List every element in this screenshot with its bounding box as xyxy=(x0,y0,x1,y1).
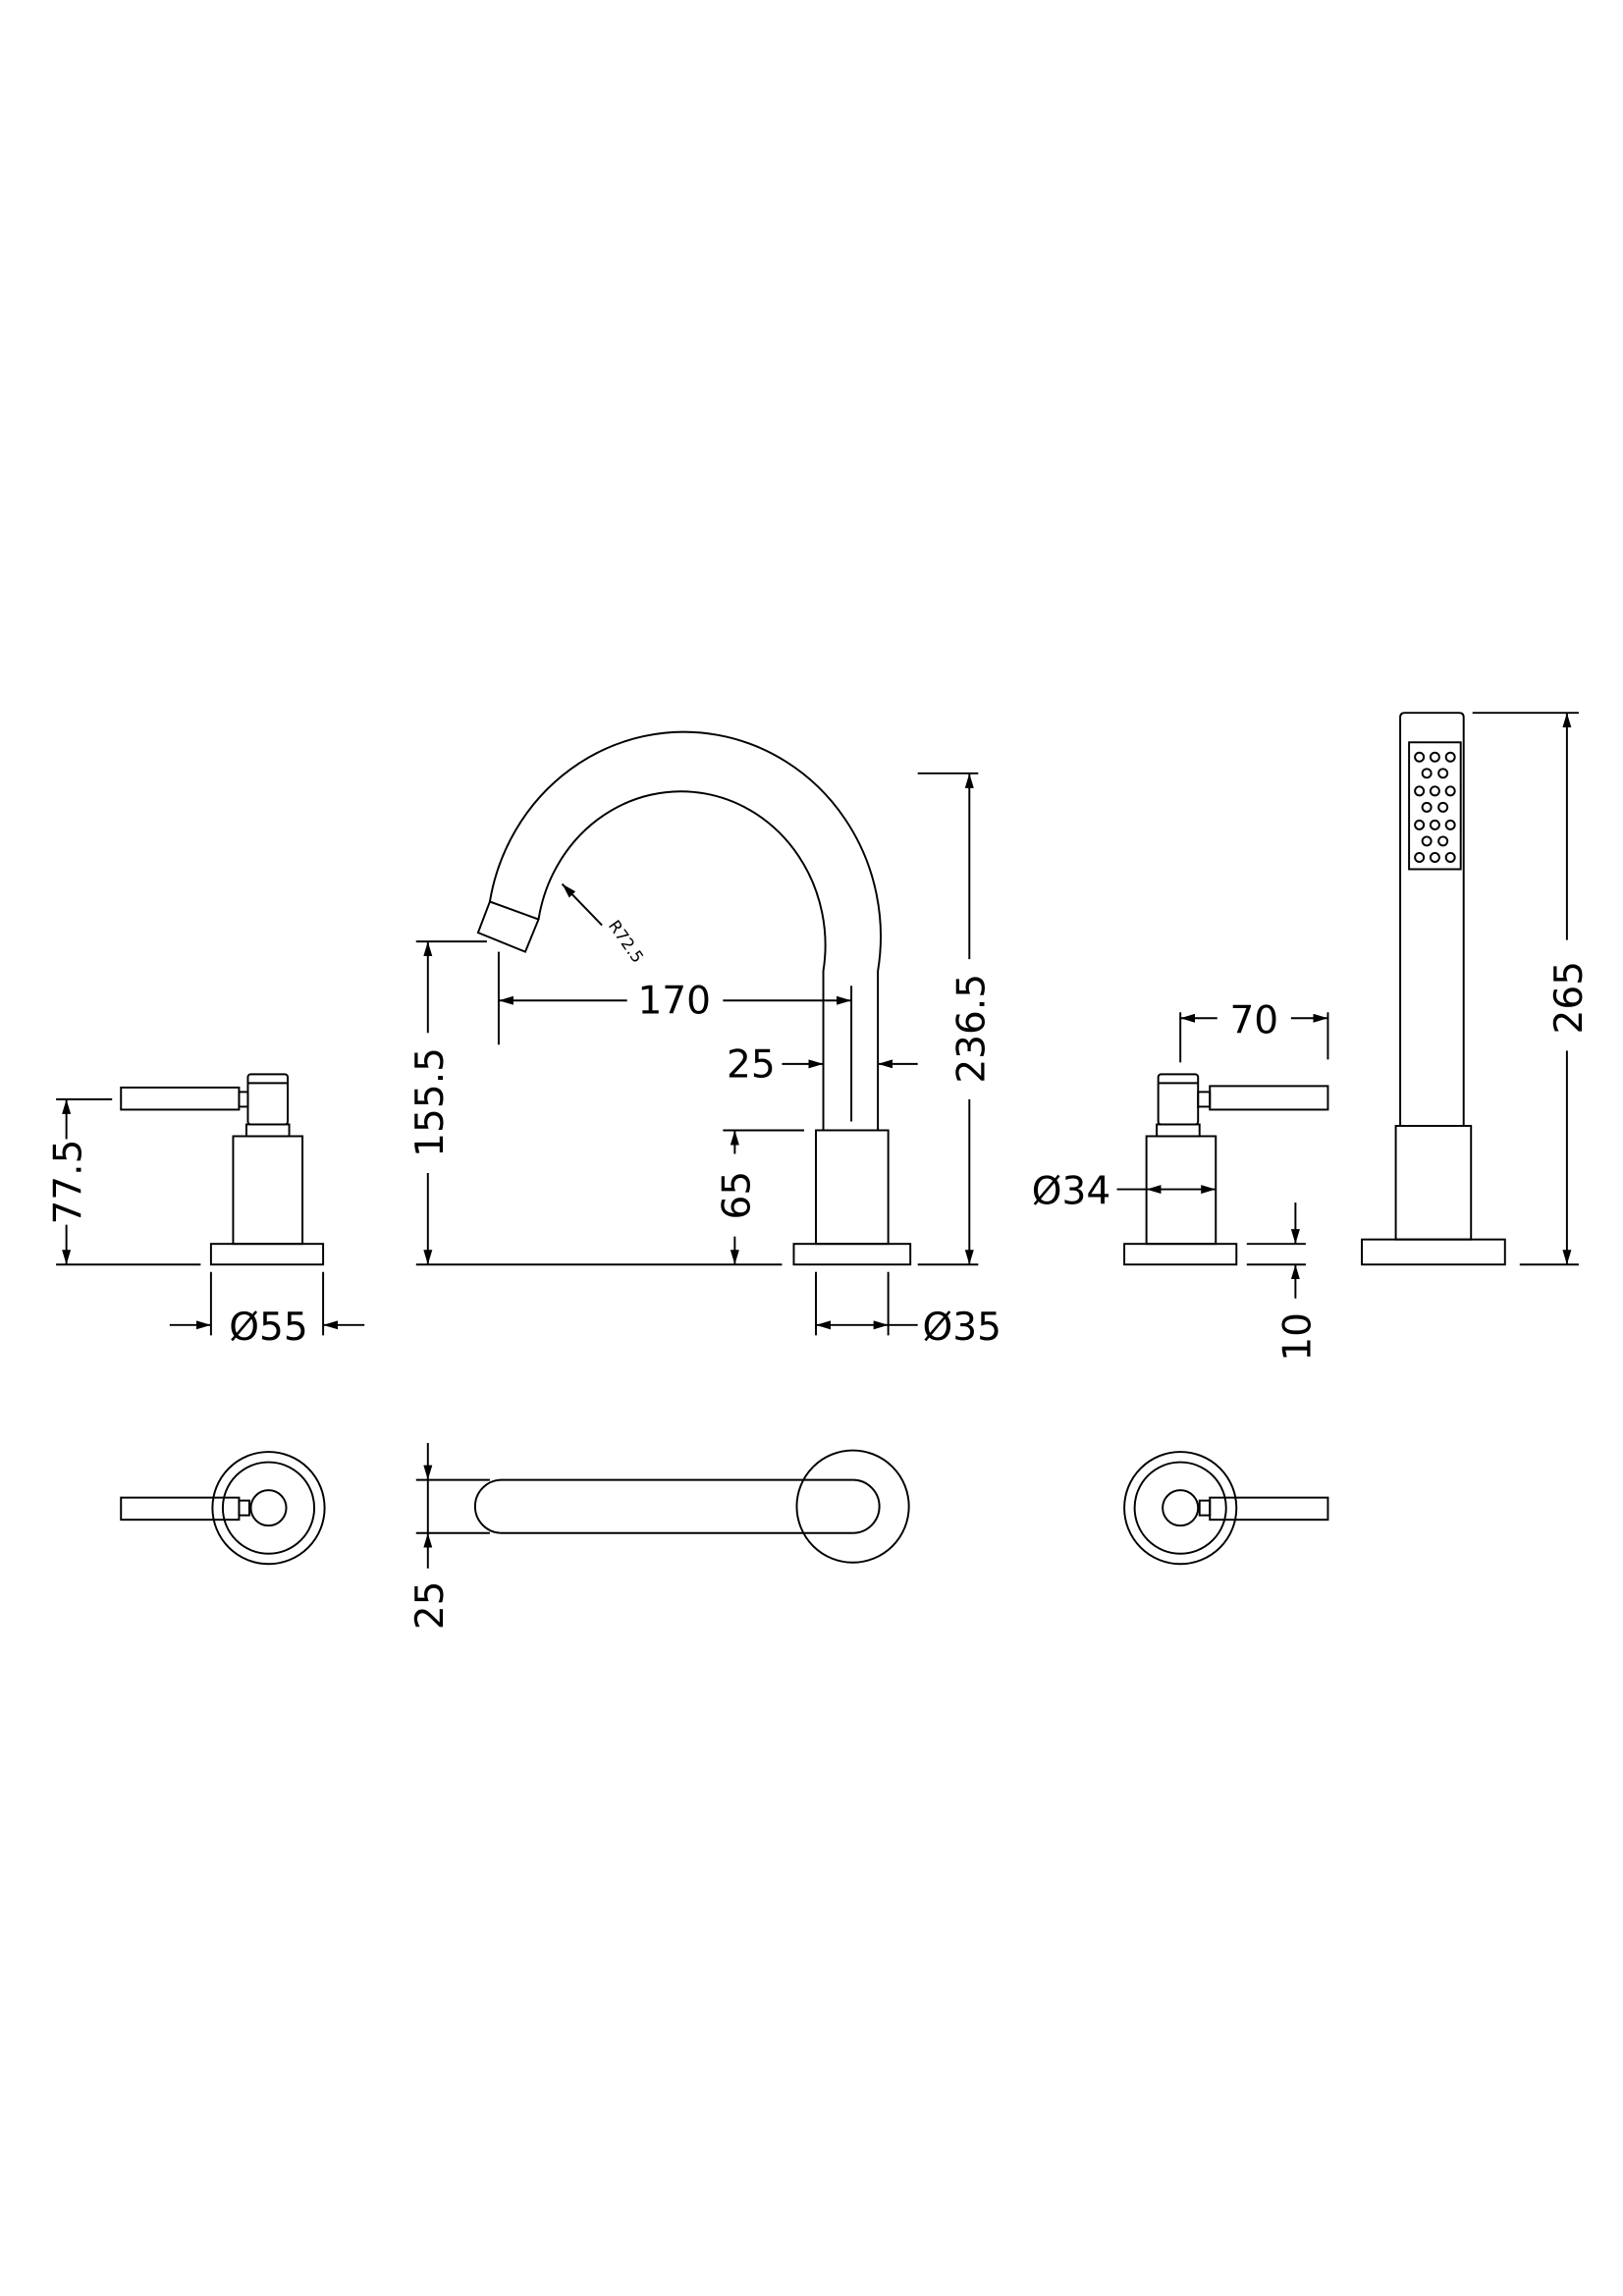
dim-label-10: 10 xyxy=(1275,1312,1320,1362)
nozzle-hole xyxy=(1437,768,1449,779)
dim-lever-height: 77.5 xyxy=(47,1097,201,1266)
dim-label-25: 25 xyxy=(727,1042,776,1087)
nozzle-hole xyxy=(1414,851,1426,863)
nozzle-hole xyxy=(1437,835,1449,847)
left-lever-valve-plan xyxy=(120,1451,326,1566)
nozzle-hole xyxy=(1429,819,1440,830)
dim-label-d34: Ø34 xyxy=(1032,1170,1110,1214)
nozzle-hole xyxy=(1421,801,1433,813)
right-lever-valve-plan xyxy=(1123,1451,1329,1566)
nozzle-hole xyxy=(1429,751,1440,763)
dim-label-236-5: 236.5 xyxy=(949,974,994,1084)
shower-nozzles xyxy=(1414,751,1456,863)
dim-lever-length: 70 xyxy=(1179,998,1329,1063)
dim-spout-projection: 170 xyxy=(497,951,853,1122)
nozzle-hole xyxy=(1444,785,1456,797)
dim-plan-spout-width: 25 xyxy=(408,1443,490,1629)
nozzle-hole xyxy=(1414,819,1426,830)
nozzle-hole xyxy=(1429,851,1440,863)
dim-shower-height: 265 xyxy=(1472,712,1592,1266)
dim-label-155-5: 155.5 xyxy=(408,1047,453,1157)
right-lever-valve-elevation xyxy=(1123,1073,1329,1266)
dim-valve-body-diameter: Ø34 xyxy=(1032,1170,1217,1214)
dim-label-d55: Ø55 xyxy=(229,1306,307,1350)
dim-label-d35: Ø35 xyxy=(923,1306,1001,1350)
dim-label-r72-5: R72.5 xyxy=(605,917,647,966)
dim-spout-outlet-height: 155.5 xyxy=(408,940,783,1266)
nozzle-hole xyxy=(1421,835,1433,847)
nozzle-hole xyxy=(1444,751,1456,763)
dim-spout-total-height: 236.5 xyxy=(917,772,994,1266)
dim-label-70: 70 xyxy=(1229,998,1278,1042)
dim-label-77-5: 77.5 xyxy=(47,1140,91,1225)
dim-base-plate-thickness: 10 xyxy=(1246,1202,1320,1362)
nozzle-hole xyxy=(1444,819,1456,830)
nozzle-hole xyxy=(1429,785,1440,797)
dim-spout-body-diameter: Ø35 xyxy=(815,1271,1001,1350)
dim-label-265: 265 xyxy=(1547,961,1592,1035)
hand-shower-elevation xyxy=(1361,712,1506,1266)
dim-spout-tube-width: 25 xyxy=(727,1042,918,1087)
spout-elevation xyxy=(476,730,912,1266)
nozzle-hole xyxy=(1444,851,1456,863)
dim-label-plan-25: 25 xyxy=(408,1580,453,1629)
nozzle-hole xyxy=(1437,801,1449,813)
dim-label-65: 65 xyxy=(715,1171,759,1220)
nozzle-hole xyxy=(1414,751,1426,763)
dim-spout-radius: R72.5 xyxy=(561,882,647,966)
dim-lever-base-diameter: Ø55 xyxy=(169,1271,365,1350)
nozzle-hole xyxy=(1421,768,1433,779)
dim-label-170: 170 xyxy=(637,980,711,1024)
left-lever-valve-elevation xyxy=(120,1073,325,1266)
spout-plan xyxy=(473,1449,910,1564)
nozzle-hole xyxy=(1414,785,1426,797)
dim-spout-body-height: 65 xyxy=(715,1129,804,1265)
